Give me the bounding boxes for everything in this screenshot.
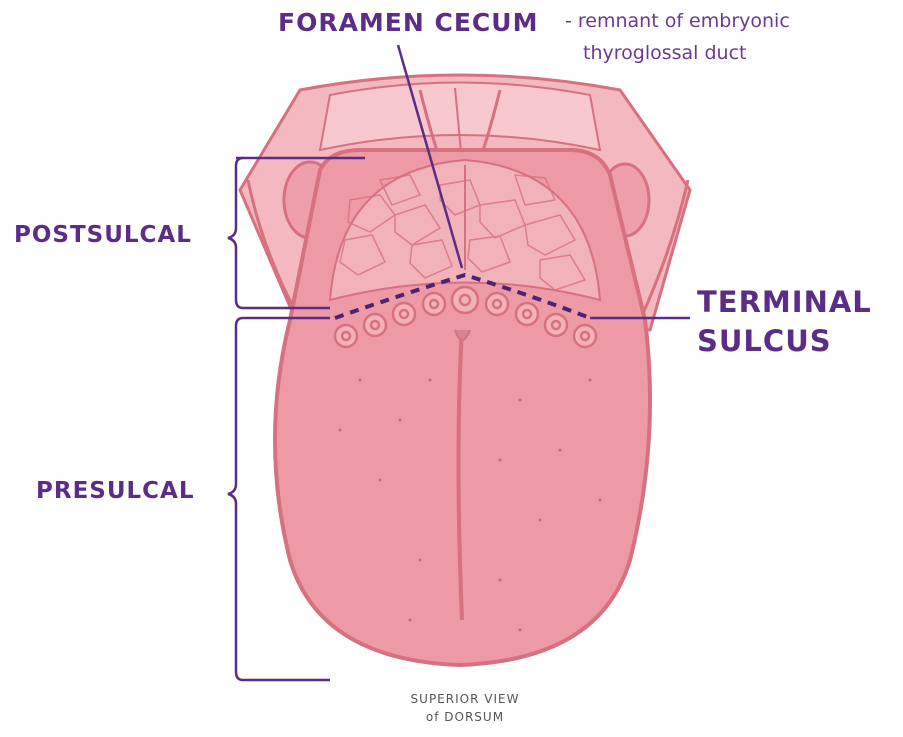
terminal-sulcus-label-line2: SULCUS <box>697 324 832 358</box>
presulcal-label: PRESULCAL <box>36 478 195 504</box>
postsulcal-label: POSTSULCAL <box>14 222 192 248</box>
foramen-cecum-note-line2: thyroglossal duct <box>583 42 746 64</box>
caption-line2: of DORSUM <box>380 710 550 724</box>
tongue <box>275 150 650 665</box>
terminal-sulcus-label-line1: TERMINAL <box>697 285 872 319</box>
foramen-cecum-note-line1: - remnant of embryonic <box>565 10 790 32</box>
foramen-cecum-label: FORAMEN CECUM <box>278 8 538 37</box>
caption-line1: SUPERIOR VIEW <box>380 692 550 706</box>
